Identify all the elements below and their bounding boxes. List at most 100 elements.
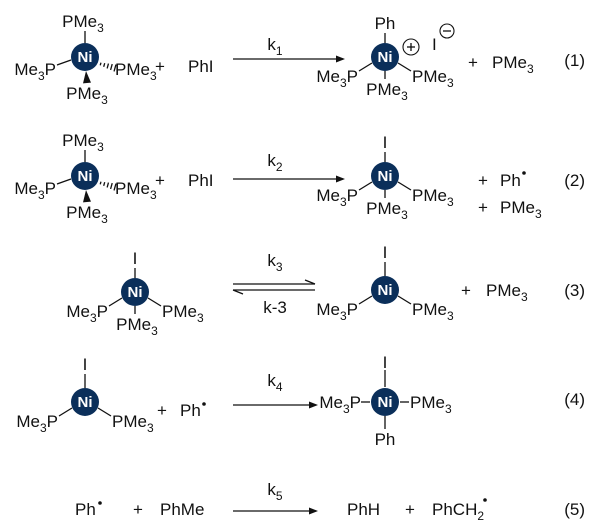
eq5-benzyl-radical-subscript: 2: [477, 509, 484, 523]
eq2-product-bond-right: [397, 181, 412, 191]
eq5-rate-constant-subscript: 5: [276, 489, 283, 503]
eq2-pme3-byproduct: PMe3: [500, 198, 542, 221]
eq1-reactant-pme3-bottom: PMe3: [66, 84, 108, 107]
eq2-arrow: [233, 175, 345, 183]
eq1-reactant-pme3-top: PMe3: [62, 12, 104, 35]
eq2-reactant-me3p-left-base: Me: [14, 179, 38, 198]
eq5-plus-2: +: [405, 500, 415, 519]
equation-number-4: (4): [564, 390, 585, 409]
eq2-phenyl-radical: Ph: [500, 171, 521, 190]
eq3-reactant-me3p-left: Me3P: [66, 302, 108, 325]
eq2-reactant-ni-atom-label: Ni: [78, 168, 93, 185]
eq1-product-pme3-right-subscript: 3: [447, 76, 454, 90]
eq4-reactant-ni-atom-label: Ni: [78, 394, 93, 411]
eq3-pme3-byproduct-base: PMe: [486, 281, 521, 300]
eq1-plus-2: +: [468, 53, 478, 72]
eq2-product-pme3-right: PMe3: [412, 186, 454, 209]
eq2-product-iodide: I: [383, 133, 388, 152]
equation-number-1: (1): [564, 51, 585, 70]
eq5-radical-dot: [98, 501, 102, 505]
eq4-reactant-pme3-right-subscript: 3: [147, 421, 154, 435]
eq1-reactant-pme3-bottom-subscript: 3: [101, 93, 108, 107]
eq1-pme3-byproduct-subscript: 3: [527, 62, 534, 76]
eq4-product-ni-atom: [371, 388, 399, 416]
eq1-reactant-ni-atom-label: Ni: [78, 49, 93, 66]
eq2-product-me3p-left-post: P: [347, 186, 358, 205]
eq3-equilibrium-arrow: [232, 279, 316, 295]
eq2-pme3-byproduct-subscript: 3: [535, 207, 542, 221]
eq2-product-pme3-bottom-base: PMe: [366, 199, 401, 218]
eq4-reactant-bond-left: [58, 407, 73, 417]
eq5-toluene: PhMe: [160, 500, 204, 519]
eq4-arrow: [233, 401, 318, 409]
eq2-reactant-me3p-left: Me3P: [14, 179, 56, 202]
eq1-product-pme3-right-base: PMe: [412, 67, 447, 86]
eq3-reverse-rate-constant: k-3: [263, 298, 287, 317]
eq1-arrow: [233, 55, 345, 63]
eq1-product-pme3-bottom: PMe3: [366, 80, 408, 103]
eq2-reactant-pme3-top-subscript: 3: [97, 140, 104, 154]
eq3-reactant-bond-right: [147, 297, 162, 307]
eq1-pme3-byproduct: PMe3: [492, 53, 534, 76]
eq3-product-me3p-left-base: Me: [316, 300, 340, 319]
eq2-reactant-bond-bottom-wedge: [83, 190, 91, 203]
eq4-product-iodide: I: [383, 353, 388, 372]
eq2-rate-constant-subscript: 2: [276, 160, 283, 174]
eq1-product-positive-charge-icon: [402, 38, 420, 56]
eq2-product-me3p-left: Me3P: [316, 186, 358, 209]
eq2-reactant-pme3-right-subscript: 3: [150, 188, 157, 202]
eq3-product-me3p-left-post: P: [347, 300, 358, 319]
eq2-reactant-pme3-bottom-subscript: 3: [101, 212, 108, 226]
eq1-reactant-bond-right-hashed: [99, 62, 117, 72]
eq3-product-bond-left: [358, 295, 373, 305]
eq1-product-pme3-bottom-base: PMe: [366, 80, 401, 99]
eq1-reactant-me3p-left-post: P: [45, 60, 56, 79]
eq3-pme3-byproduct: PMe3: [486, 281, 528, 304]
eq1-rate-constant: k1: [267, 35, 283, 58]
eq1-reactant-ni-atom: [71, 43, 99, 71]
eq1-reactant-bond-bottom-wedge: [83, 71, 91, 84]
eq2-reactant-pme3-right: PMe3: [115, 179, 157, 202]
eq2-pme3-byproduct-base: PMe: [500, 198, 535, 217]
eq4-reactant-me3p-left-subscript: 3: [40, 421, 47, 435]
eq4-reactant-me3p-left: Me3P: [16, 412, 58, 435]
eq3-plus: +: [461, 281, 471, 300]
eq4-product-pme3-right: PMe3: [410, 393, 452, 416]
eq2-phi: PhI: [188, 171, 214, 190]
eq2-reactant-ni-atom: [71, 162, 99, 190]
eq2-product-me3p-left-subscript: 3: [340, 195, 347, 209]
eq1-plus-1: +: [155, 57, 165, 76]
eq2-plus-1: +: [155, 171, 165, 190]
eq4-rate-constant-base: k: [267, 371, 276, 390]
eq3-product-pme3-right-base: PMe: [412, 300, 447, 319]
eq3-product-pme3-right-subscript: 3: [447, 309, 454, 323]
eq1-reactant-bond-left: [56, 59, 72, 66]
eq2-product-pme3-right-base: PMe: [412, 186, 447, 205]
eq3-product-ni-atom-label: Ni: [378, 282, 393, 299]
eq4-reactant-bond-right: [97, 407, 112, 417]
eq2-reactant-bond-left: [56, 178, 72, 185]
eq1-reactant-pme3-right: PMe3: [115, 60, 157, 83]
eq4-product-me3p-left: Me3P: [319, 393, 361, 416]
eq3-product-bond-right: [397, 295, 412, 305]
eq2-product-bond-left: [358, 181, 373, 191]
eq4-rate-constant-subscript: 4: [276, 380, 283, 394]
eq3-forward-rate-constant: k3: [267, 251, 283, 274]
eq4-reactant-pme3-right-base: PMe: [112, 412, 147, 431]
eq3-reactant-pme3-right: PMe3: [162, 302, 204, 325]
eq4-reactant-iodide: I: [83, 355, 88, 374]
equation-number-3: (3): [564, 281, 585, 300]
eq1-product-bond-left: [358, 62, 373, 72]
eq1-reactant-me3p-left: Me3P: [14, 60, 56, 83]
eq3-product-ni-atom: [371, 276, 399, 304]
eq1-product-bond-right: [397, 62, 412, 72]
eq2-reactant-me3p-left-subscript: 3: [38, 188, 45, 202]
eq1-reactant-pme3-bottom-base: PMe: [66, 84, 101, 103]
eq1-product-ni-atom: [371, 43, 399, 71]
eq1-product-pme3-right: PMe3: [412, 67, 454, 90]
eq5-rate-constant: k5: [267, 480, 283, 503]
eq4-reactant-pme3-right: PMe3: [112, 412, 154, 435]
eq4-reactant-me3p-left-post: P: [47, 412, 58, 431]
eq1-phi: PhI: [188, 57, 214, 76]
